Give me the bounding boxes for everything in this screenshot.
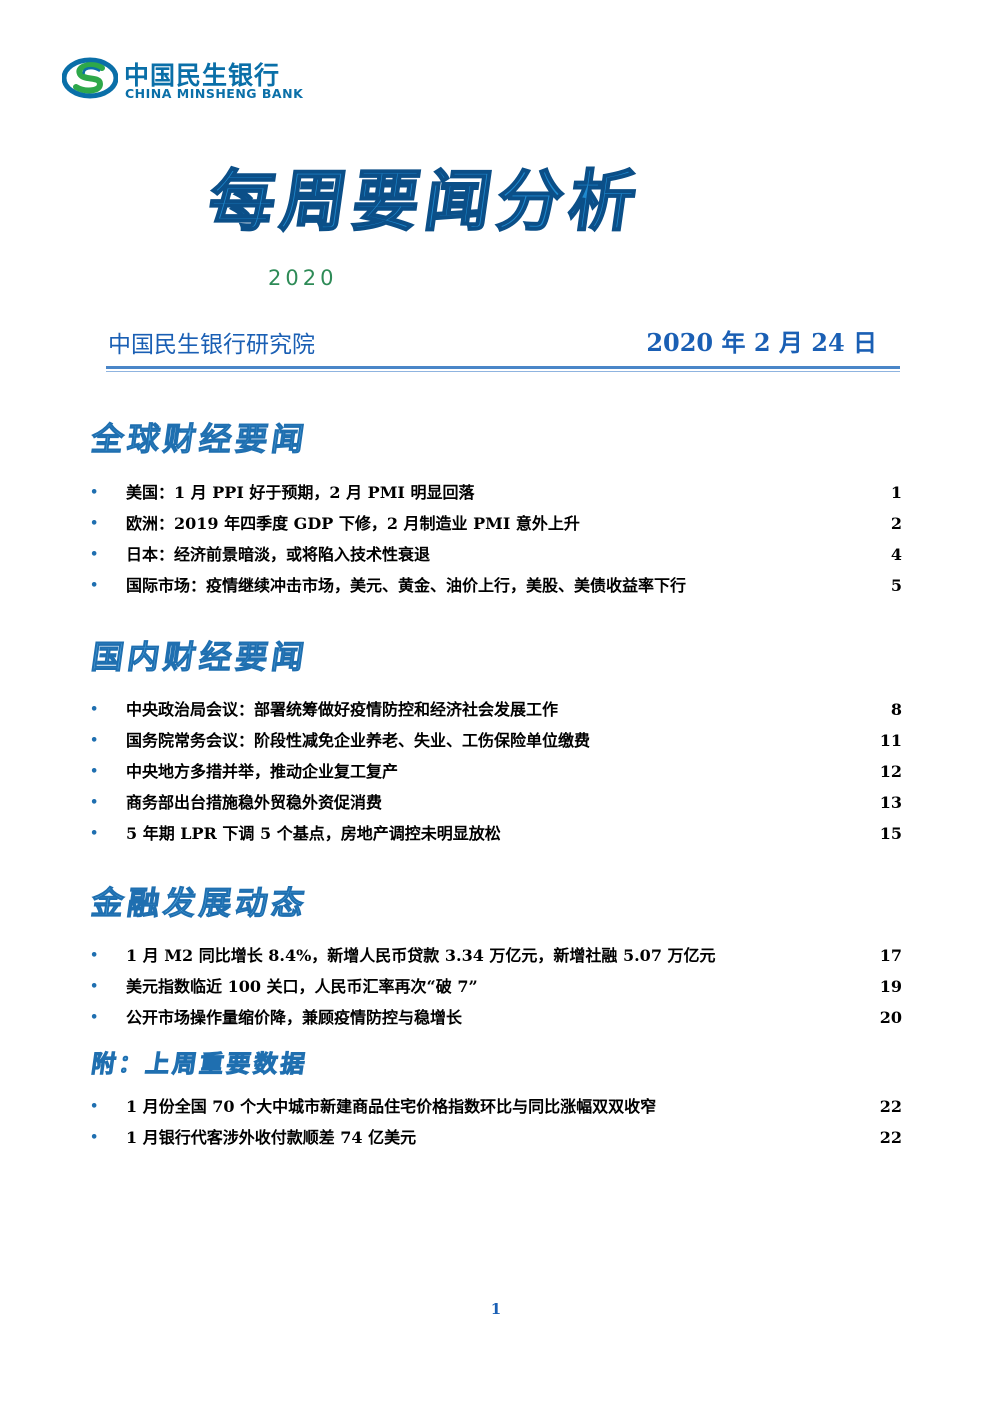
toc-item-page: 11 <box>879 731 902 750</box>
toc-item-text: 商务部出台措施稳外贸稳外资促消费 <box>126 793 383 812</box>
bullet-icon: • <box>90 485 99 500</box>
toc-item[interactable]: • 美元指数临近 100 关口，人民币汇率再次“破 7” 19 <box>0 971 992 1002</box>
toc-item[interactable]: • 1 月份全国 70 个大中城市新建商品住宅价格指数环比与同比涨幅双双收窄 2… <box>0 1091 992 1122</box>
bullet-icon: • <box>90 1099 99 1114</box>
document-title: 每周要闻分析 <box>203 162 648 241</box>
toc-item-text: 5 年期 LPR 下调 5 个基点，房地产调控未明显放松 <box>126 824 501 843</box>
toc-list-finance: • 1 月 M2 同比增长 8.4%，新增人民币贷款 3.34 万亿元，新增社融… <box>0 940 992 1033</box>
toc-item[interactable]: • 国务院常务会议：阶段性减免企业养老、失业、工伤保险单位缴费 11 <box>0 725 992 756</box>
bullet-icon: • <box>90 702 99 717</box>
header-divider-thin <box>106 371 900 372</box>
toc-item[interactable]: • 国际市场：疫情继续冲击市场，美元、黄金、油价上行，美股、美债收益率下行 5 <box>0 570 992 601</box>
toc-item-page: 5 <box>890 576 902 595</box>
toc-item-text: 美元指数临近 100 关口，人民币汇率再次“破 7” <box>126 977 478 996</box>
bank-name-en: CHINA MINSHENG BANK <box>125 86 304 101</box>
toc-item-page: 17 <box>879 946 902 965</box>
minsheng-logo-icon <box>62 57 118 99</box>
section-heading-domestic: 国内财经要闻 <box>89 638 311 677</box>
bullet-icon: • <box>90 547 99 562</box>
toc-item-text: 国际市场：疫情继续冲击市场，美元、黄金、油价上行，美股、美债收益率下行 <box>126 576 687 595</box>
toc-item-page: 4 <box>890 545 902 564</box>
toc-item-text: 1 月份全国 70 个大中城市新建商品住宅价格指数环比与同比涨幅双双收窄 <box>126 1097 657 1116</box>
header-divider <box>106 366 900 369</box>
bullet-icon: • <box>90 826 99 841</box>
toc-item[interactable]: • 1 月 M2 同比增长 8.4%，新增人民币贷款 3.34 万亿元，新增社融… <box>0 940 992 971</box>
toc-list-domestic: • 中央政治局会议：部署统筹做好疫情防控和经济社会发展工作 8 • 国务院常务会… <box>0 694 992 849</box>
toc-item[interactable]: • 1 月银行代客涉外收付款顺差 74 亿美元 22 <box>0 1122 992 1153</box>
toc-item-text: 中央政治局会议：部署统筹做好疫情防控和经济社会发展工作 <box>126 700 559 719</box>
toc-item-page: 15 <box>879 824 902 843</box>
toc-list-appendix: • 1 月份全国 70 个大中城市新建商品住宅价格指数环比与同比涨幅双双收窄 2… <box>0 1091 992 1153</box>
bullet-icon: • <box>90 795 99 810</box>
report-date: 2020 年 2 月 24 日 <box>646 328 877 357</box>
bullet-icon: • <box>90 516 99 531</box>
toc-item-page: 22 <box>879 1097 902 1116</box>
toc-item-text: 日本：经济前景暗淡，或将陷入技术性衰退 <box>126 545 431 564</box>
toc-item-text: 国务院常务会议：阶段性减免企业养老、失业、工伤保险单位缴费 <box>126 731 591 750</box>
toc-item[interactable]: • 公开市场操作量缩价降，兼顾疫情防控与稳增长 20 <box>0 1002 992 1033</box>
section-heading-global: 全球财经要闻 <box>89 420 311 459</box>
toc-item-page: 2 <box>890 514 902 533</box>
toc-item-page: 19 <box>879 977 902 996</box>
page-number: 1 <box>490 1300 502 1318</box>
toc-item-text: 中央地方多措并举，推动企业复工复产 <box>126 762 399 781</box>
toc-item[interactable]: • 中央地方多措并举，推动企业复工复产 12 <box>0 756 992 787</box>
bullet-icon: • <box>90 1010 99 1025</box>
bullet-icon: • <box>90 733 99 748</box>
toc-item-text: 公开市场操作量缩价降，兼顾疫情防控与稳增长 <box>126 1008 463 1027</box>
bullet-icon: • <box>90 979 99 994</box>
toc-item[interactable]: • 日本：经济前景暗淡，或将陷入技术性衰退 4 <box>0 539 992 570</box>
bullet-icon: • <box>90 578 99 593</box>
bullet-icon: • <box>90 1130 99 1145</box>
toc-item-page: 22 <box>879 1128 902 1147</box>
bank-logo: 中国民生银行 CHINA MINSHENG BANK <box>62 54 352 106</box>
toc-item-text: 1 月 M2 同比增长 8.4%，新增人民币贷款 3.34 万亿元，新增社融 5… <box>126 946 716 965</box>
toc-item[interactable]: • 商务部出台措施稳外贸稳外资促消费 13 <box>0 787 992 818</box>
toc-item-page: 13 <box>879 793 902 812</box>
toc-list-global: • 美国：1 月 PPI 好于预期，2 月 PMI 明显回落 1 • 欧洲：20… <box>0 477 992 601</box>
bullet-icon: • <box>90 764 99 779</box>
toc-item[interactable]: • 5 年期 LPR 下调 5 个基点，房地产调控未明显放松 15 <box>0 818 992 849</box>
toc-item-text: 美国：1 月 PPI 好于预期，2 月 PMI 明显回落 <box>126 483 475 502</box>
toc-item-text: 1 月银行代客涉外收付款顺差 74 亿美元 <box>126 1128 417 1147</box>
toc-item[interactable]: • 美国：1 月 PPI 好于预期，2 月 PMI 明显回落 1 <box>0 477 992 508</box>
toc-item-text: 欧洲：2019 年四季度 GDP 下修，2 月制造业 PMI 意外上升 <box>126 514 580 533</box>
institute-name: 中国民生银行研究院 <box>108 332 315 358</box>
bank-name-cn: 中国民生银行 <box>124 61 281 90</box>
section-heading-finance: 金融发展动态 <box>89 884 311 923</box>
year-label: 2020 <box>268 266 338 290</box>
toc-item-page: 8 <box>890 700 902 719</box>
toc-item[interactable]: • 中央政治局会议：部署统筹做好疫情防控和经济社会发展工作 8 <box>0 694 992 725</box>
toc-item[interactable]: • 欧洲：2019 年四季度 GDP 下修，2 月制造业 PMI 意外上升 2 <box>0 508 992 539</box>
toc-item-page: 1 <box>890 483 902 502</box>
toc-item-page: 12 <box>879 762 902 781</box>
section-heading-appendix: 附：上周重要数据 <box>89 1050 310 1079</box>
toc-item-page: 20 <box>879 1008 902 1027</box>
bullet-icon: • <box>90 948 99 963</box>
